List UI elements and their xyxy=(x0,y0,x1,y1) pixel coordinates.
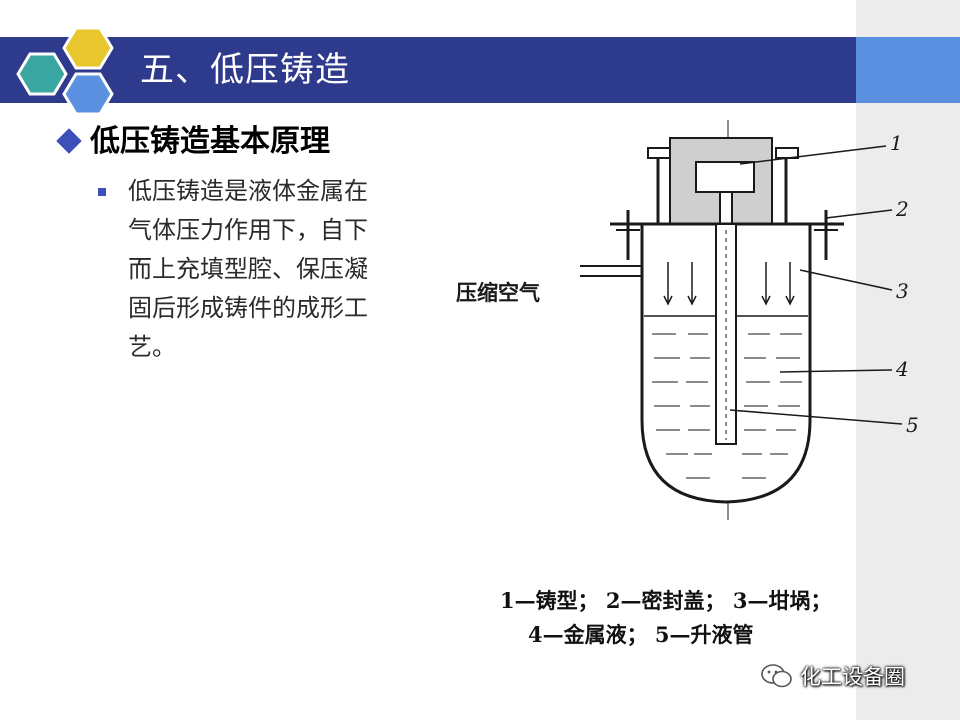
right-decor-accent xyxy=(856,37,960,103)
callout-2: 2 xyxy=(895,197,909,221)
leader-1 xyxy=(739,145,887,165)
caption-line-2: 4—金属液； 5—升液管 xyxy=(528,622,754,647)
hexagon-blue xyxy=(62,72,114,116)
leader-5 xyxy=(729,409,903,425)
pressure-arrows xyxy=(663,262,795,306)
bullet-text: 低压铸造是液体金属在气体压力作用下，自下而上充填型腔、保压凝固后形成铸件的成形工… xyxy=(128,177,368,361)
low-pressure-casting-diagram: 1 2 3 4 5 压缩空气 xyxy=(456,120,919,520)
mold-sprue xyxy=(719,191,733,225)
diamond-bullet-icon xyxy=(56,128,82,154)
watermark: 化工设备圈 xyxy=(760,660,905,692)
square-bullet-icon xyxy=(98,188,106,196)
leader-2 xyxy=(825,209,893,219)
metal-liquid-hatch xyxy=(652,333,802,479)
section-heading: 低压铸造基本原理 xyxy=(54,120,330,164)
hexagon-teal xyxy=(16,52,68,96)
callout-3: 3 xyxy=(896,279,909,303)
section-heading-text: 低压铸造基本原理 xyxy=(90,124,330,159)
leader-3 xyxy=(799,269,893,291)
hexagon-yellow xyxy=(62,26,114,70)
caption-line-1: 1—铸型； 2—密封盖； 3—坩埚； xyxy=(500,588,832,613)
crucible xyxy=(640,224,812,504)
hexagon-logo xyxy=(16,26,114,116)
callout-5: 5 xyxy=(906,413,919,437)
mold-cavity xyxy=(695,161,755,193)
diagram-caption: 1—铸型； 2—密封盖； 3—坩埚； 4—金属液； 5—升液管 xyxy=(500,584,880,652)
air-label: 压缩空气 xyxy=(456,280,540,305)
page-title: 五、低压铸造 xyxy=(140,50,350,90)
wechat-icon xyxy=(761,664,792,688)
title-bar xyxy=(0,37,856,103)
callout-4: 4 xyxy=(895,357,909,381)
callout-1: 1 xyxy=(890,131,903,155)
right-decor-strip xyxy=(856,0,960,720)
leader-4 xyxy=(779,369,893,373)
watermark-text: 化工设备圈 xyxy=(800,665,905,689)
